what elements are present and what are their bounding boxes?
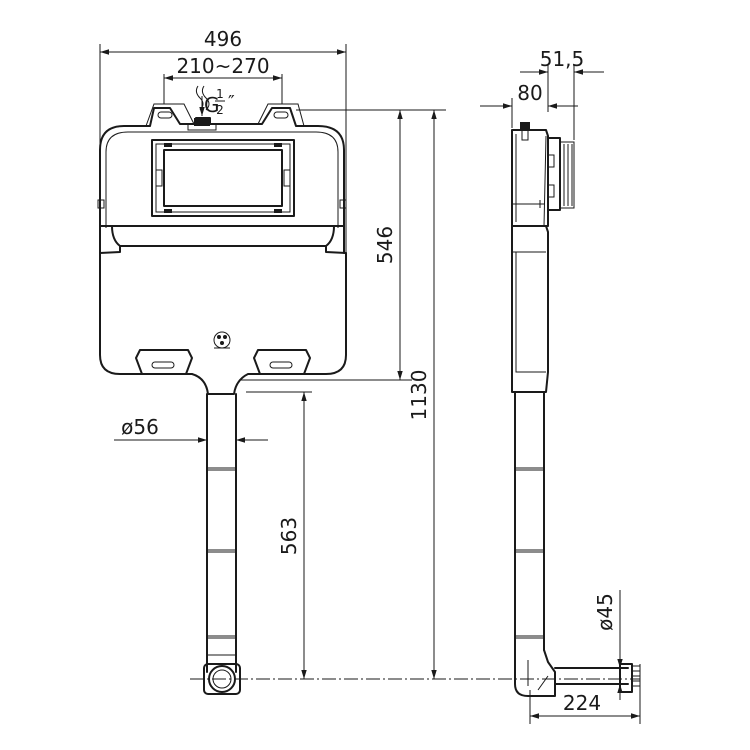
opening-tab <box>164 143 172 147</box>
side-lower-panel <box>512 251 546 373</box>
front-depth-label: 51,5 <box>540 47 585 71</box>
pipe-ring <box>207 467 236 656</box>
side-latch <box>547 154 555 168</box>
bottom-right-bracket <box>253 349 311 375</box>
service-opening-frame <box>151 139 295 217</box>
tank-height-label: 546 <box>373 226 397 264</box>
side-pipe <box>514 391 545 651</box>
side-latch <box>547 184 555 198</box>
inlet-thread-label: G 1 2 ″ <box>204 87 235 117</box>
side-handle <box>512 200 544 208</box>
outlet-diameter-label: ø45 <box>593 593 617 631</box>
top-right-slot <box>273 111 289 119</box>
opening-tab <box>274 143 282 147</box>
outlet-thread-lines <box>632 664 641 692</box>
opening-latch <box>155 169 163 187</box>
side-panel-ribs <box>560 141 575 209</box>
side-valve-stem <box>521 129 529 141</box>
bottom-right-slot <box>269 361 293 369</box>
inlet-thread-numerator: 1 <box>216 87 224 101</box>
top-left-bracket <box>145 103 195 127</box>
inlet-valve <box>194 118 210 126</box>
outlet-length-label: 224 <box>563 691 601 715</box>
inlet-valve-base <box>187 123 217 131</box>
certification-mark-icon <box>213 331 231 349</box>
outlet-pipe <box>554 667 629 685</box>
front-view <box>97 85 347 695</box>
inlet-thread-mark: ″ <box>228 92 235 113</box>
total-depth-label: 80 <box>517 81 542 105</box>
top-right-bracket <box>257 103 305 127</box>
opening-tab <box>274 209 282 213</box>
dimension-lines <box>99 44 641 724</box>
inlet-range-label: 210~270 <box>176 54 269 78</box>
flush-pipe <box>206 393 237 673</box>
side-tank-outline <box>511 129 549 227</box>
side-view <box>511 122 641 697</box>
pipe-length-label: 563 <box>277 517 301 555</box>
pipe-diameter-label: ø56 <box>121 415 159 439</box>
elbow-inner <box>527 660 549 691</box>
left-clip <box>97 199 105 209</box>
inlet-thread-letter: G <box>204 93 220 117</box>
side-lower-body <box>511 225 549 393</box>
cistern-tank-outline <box>99 107 347 395</box>
opening-tab <box>164 209 172 213</box>
top-left-slot <box>157 111 173 119</box>
outlet-thread <box>619 663 633 693</box>
opening-latch <box>283 169 291 187</box>
bottom-left-slot <box>151 361 175 369</box>
service-opening-panel <box>163 149 283 207</box>
total-height-label: 1130 <box>407 370 431 421</box>
outlet-elbow <box>514 649 556 697</box>
tank-inner-edge <box>105 131 339 228</box>
overall-width-label: 496 <box>204 27 242 51</box>
tank-divider-band <box>99 225 347 254</box>
side-panel-frame <box>547 137 561 211</box>
side-pipe-ring <box>515 467 544 639</box>
inlet-thread-denominator: 2 <box>216 103 224 117</box>
service-opening-inner <box>155 143 291 213</box>
side-valve-cap <box>520 122 530 130</box>
side-tank-inner <box>515 134 547 227</box>
bottom-left-bracket <box>135 349 193 375</box>
